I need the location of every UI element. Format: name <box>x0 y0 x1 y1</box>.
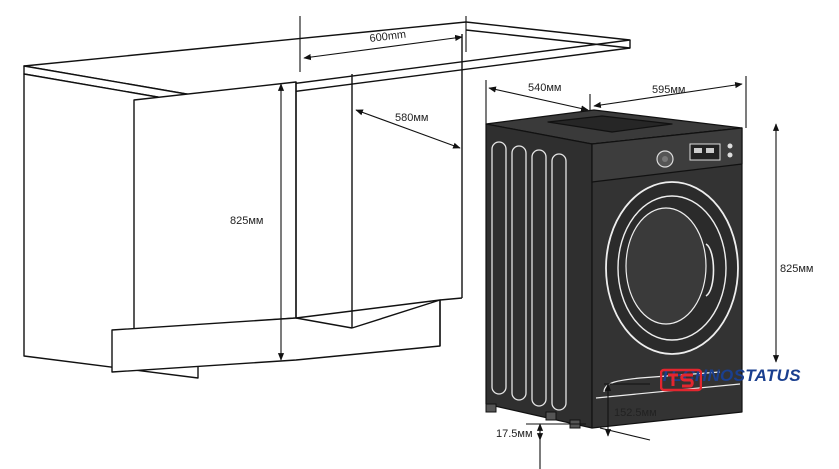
indicator-light <box>727 143 733 149</box>
dim-line-580 <box>355 109 461 149</box>
dim-label-825-cabinet: 825мм <box>230 215 263 227</box>
dim-line-595 <box>593 81 743 109</box>
kitchen-cabinet <box>23 21 631 379</box>
control-elements <box>656 143 733 168</box>
machine-side-panel <box>485 123 593 429</box>
dim-label-540: 540мм <box>528 82 561 94</box>
dim-label-595: 595мм <box>652 84 685 96</box>
dim-line-540 <box>488 86 589 112</box>
door-handle <box>705 243 715 297</box>
ts-logo-icon <box>660 368 702 392</box>
cabinet-dimensions <box>277 16 467 361</box>
indicator-light <box>727 152 733 158</box>
cabinet-door <box>133 81 297 331</box>
dim-label-825-machine: 825мм <box>780 263 813 275</box>
door-glass <box>625 207 707 325</box>
machine-door <box>605 181 739 355</box>
dim-label-600: 600mm <box>369 29 407 45</box>
dim-label-152: 152.5мм <box>614 407 657 419</box>
machine-dimensions <box>485 76 780 469</box>
machine-side-grooves <box>491 141 567 411</box>
dim-label-17: 17.5мм <box>496 428 533 440</box>
brand-logo: TECHNOSTATUS <box>660 366 801 392</box>
dim-label-580: 580мм <box>395 112 428 124</box>
dim-line-600 <box>303 34 463 61</box>
